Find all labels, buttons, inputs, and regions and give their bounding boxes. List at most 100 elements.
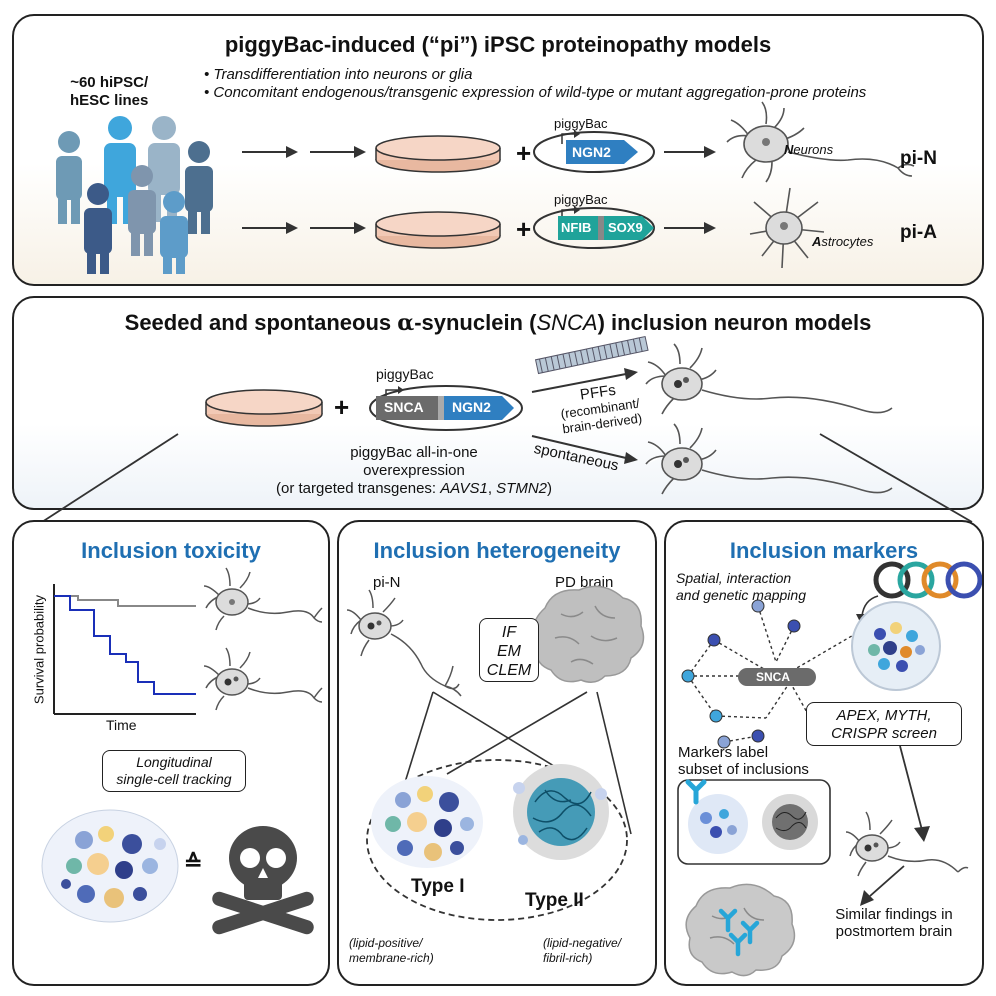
cell-lines-label-line-2: hESC lines (70, 92, 149, 109)
type-2-note-line-1: (lipid-negative/ (543, 936, 622, 950)
screens-box-line-1: APEX, MYTH, (836, 707, 932, 724)
astrocytes-label: Astrocytes (812, 234, 873, 249)
neuron-icon-healthy (203, 567, 323, 631)
heterogeneity-graphics (346, 585, 645, 921)
plasmid-snca-ngn2-icon (369, 385, 523, 431)
survival-curve-control (54, 595, 196, 607)
markers-caption-line-2: subset of inclusions (678, 761, 809, 778)
survival-curve-inclusion (54, 595, 196, 695)
screens-box-line-2: CRISPR screen (831, 725, 937, 742)
pff-fibril-icon (534, 335, 649, 375)
gene-nfib: NFIB (561, 220, 592, 235)
middle-panel-graphics (205, 335, 893, 495)
arrows-row-1 (242, 146, 716, 158)
culture-dish-icon-1 (375, 135, 501, 173)
mapping-label-line-1: Spatial, interaction (676, 570, 792, 586)
method-clem: CLEM (486, 662, 532, 679)
type-2-label: Type II (525, 890, 584, 911)
top-panel: piggyBac-induced (“pi”) iPSC proteinopat… (12, 14, 984, 286)
similar-findings-label: Similar findings in postmortem brain (816, 906, 972, 940)
gene-ngn2: NGN2 (572, 144, 611, 160)
markers-title: Inclusion markers (729, 538, 919, 563)
toxicity-graphics (41, 567, 323, 935)
neurons-label: Neurons (784, 142, 833, 157)
markers-label-caption: Markers label subset of inclusions (678, 744, 809, 778)
middle-title-part-2: -synuclein ( (414, 310, 537, 335)
heterogeneity-title: Inclusion heterogeneity (373, 538, 621, 563)
overexp-line-3-post: ) (547, 480, 552, 497)
astrocytes-label-initial: A (812, 234, 822, 249)
plasmid-nfib-sox9-icon (533, 206, 655, 249)
culture-dish-icon-3 (205, 389, 323, 427)
gene-snca: SNCA (384, 399, 424, 415)
corresponds-symbol: ≙ (184, 850, 203, 875)
method-if: IF (501, 624, 517, 641)
type-1-note-line-1: (lipid-positive/ (349, 936, 423, 950)
survival-xlabel: Time (106, 717, 137, 733)
middle-title-gene: SNCA (536, 310, 598, 335)
snca-hub-node (738, 668, 816, 686)
markers-panel: Inclusion markers Spatial, interaction a… (664, 520, 984, 986)
bullet-expression: • Concomitant endogenous/transgenic expr… (204, 84, 867, 101)
longitudinal-tracking-box: Longitudinal single-cell tracking (102, 750, 246, 792)
gene-ngn2-middle: NGN2 (452, 399, 491, 415)
middle-title-alpha: α (397, 310, 415, 336)
bullet-transdifferentiation: • Transdifferentiation into neurons or g… (204, 66, 473, 83)
astrocytes-label-rest: strocytes (821, 234, 874, 249)
survival-ylabel: Survival probability (31, 594, 47, 705)
middle-title-part-3: ) inclusion neuron models (597, 310, 872, 335)
snca-hub-label: SNCA (756, 670, 791, 684)
middle-panel: Seeded and spontaneous α-synuclein (SNCA… (12, 296, 984, 510)
screens-box: APEX, MYTH, CRISPR screen (806, 702, 962, 746)
similar-findings-line-2: postmortem brain (835, 923, 953, 940)
arrows-row-2 (242, 222, 716, 234)
overexpression-note-line-3: (or targeted transgenes: AAVS1, STMN2) (244, 480, 584, 498)
type-1-label: Type I (411, 876, 465, 897)
similar-findings-line-1: Similar findings in (835, 906, 953, 923)
overexpression-note-line-1: piggyBac all-in-one (350, 444, 478, 461)
plus-sign-3: + (334, 392, 350, 422)
plus-sign-1: + (516, 138, 532, 168)
mapping-label-line-2: and genetic mapping (676, 587, 806, 603)
top-panel-graphics (56, 101, 915, 274)
heterogeneity-panel: Inclusion heterogeneity pi-N PD brain (337, 520, 657, 986)
survival-plot (53, 584, 196, 715)
astrocyte-icon (749, 187, 825, 269)
markers-box-arrow (899, 745, 923, 831)
people-group-icon (56, 116, 213, 274)
type-2-note-line-2: fibril-rich) (543, 951, 593, 965)
pi-a-label: pi-A (900, 222, 937, 243)
neurons-label-rest: eurons (793, 142, 834, 157)
piggybac-label-2: piggyBac (554, 192, 608, 207)
plasmid-ngn2-icon (533, 130, 655, 173)
neurons-label-initial: N (784, 142, 794, 157)
screen-dish-icon (851, 601, 941, 691)
neuron-icon-markers (845, 811, 969, 877)
method-em: EM (497, 643, 521, 660)
gene-sox9: SOX9 (608, 220, 643, 235)
het-pi-n-label: pi-N (373, 574, 401, 591)
overexp-gene-aavs1: AAVS1 (440, 480, 488, 497)
top-panel-title: piggyBac-induced (“pi”) iPSC proteinopat… (224, 32, 772, 57)
brain-icon-postmortem (685, 883, 796, 977)
unlabeled-inclusion-icon (762, 794, 818, 850)
overexp-gene-stmn2: STMN2 (496, 480, 547, 497)
antibody-labeled-inclusion-icon (685, 779, 748, 854)
neuron-icon-het (346, 589, 462, 697)
het-zoom-ellipse (366, 759, 628, 921)
overexpression-note-line-2: overexpression (363, 462, 465, 479)
cell-lines-label-line-1: ~60 hiPSC/ (70, 74, 149, 91)
plasmid-library-icon (873, 561, 982, 599)
longitudinal-box-line-2: single-cell tracking (116, 771, 232, 787)
to-brain-arrow (869, 865, 905, 897)
overexp-line-3-pre: (or targeted transgenes: (276, 480, 441, 497)
type-1-note: (lipid-positive/ membrane-rich) (349, 936, 434, 966)
neuron-icon-inclusion (203, 647, 323, 711)
toxicity-panel: Inclusion toxicity (12, 520, 330, 986)
skull-crossbones-icon (212, 826, 314, 935)
middle-title-part-1: Seeded and spontaneous (124, 310, 398, 335)
overexpression-note: piggyBac all-in-one overexpression (or t… (244, 444, 584, 498)
toxicity-title: Inclusion toxicity (81, 538, 261, 563)
pi-n-label: pi-N (900, 148, 937, 169)
